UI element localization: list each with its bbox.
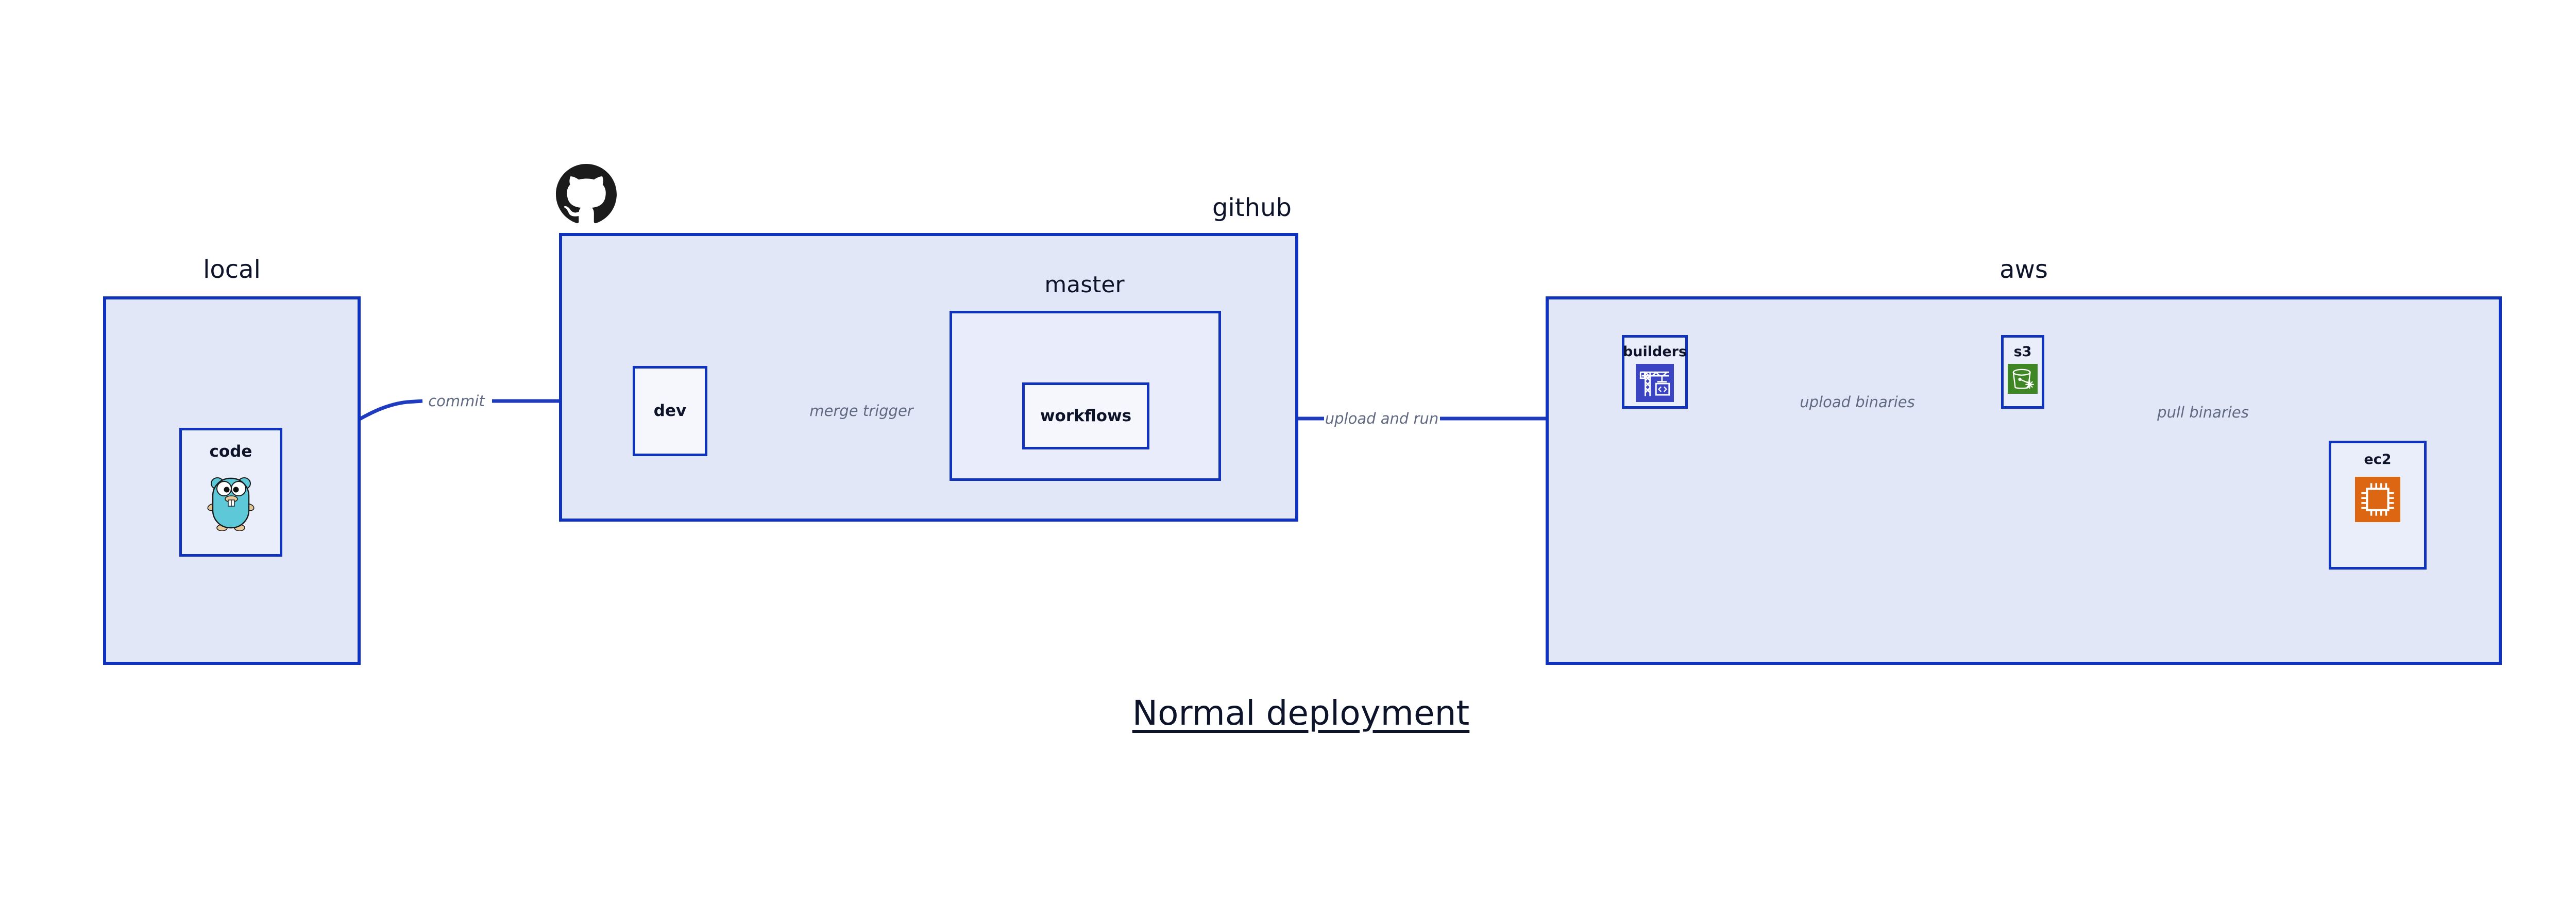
node-s3[interactable]: s3: [2001, 335, 2044, 409]
diagram-caption: Normal deployment: [1132, 693, 1470, 733]
node-workflows-label: workflows: [1040, 406, 1132, 425]
edge-label-upload-binaries: upload binaries: [1800, 393, 1915, 411]
edge-label-upload-and-run: upload and run: [1325, 410, 1439, 427]
node-code[interactable]: code: [179, 428, 282, 557]
edge-label-merge-trigger: merge trigger: [809, 402, 913, 420]
node-s3-label: s3: [2013, 344, 2032, 360]
go-gopher-icon: [206, 470, 256, 531]
node-ec2[interactable]: ec2: [2329, 441, 2427, 570]
aws-s3-bucket-icon: [2008, 364, 2038, 394]
aws-ec2-chip-icon: [2355, 477, 2400, 522]
group-title-local: local: [203, 255, 261, 284]
edge-label-pull-binaries: pull binaries: [2157, 404, 2249, 421]
node-workflows[interactable]: workflows: [1022, 382, 1149, 449]
node-builders[interactable]: builders: [1622, 335, 1688, 409]
node-ec2-label: ec2: [2364, 452, 2392, 467]
aws-codebuild-crane-icon: [1636, 364, 1674, 402]
group-title-master: master: [1044, 272, 1125, 298]
edge-label-commit: commit: [428, 392, 485, 410]
node-dev[interactable]: dev: [633, 366, 707, 456]
node-code-label: code: [209, 442, 252, 461]
group-title-github: github: [1212, 193, 1292, 222]
node-dev-label: dev: [653, 402, 687, 420]
group-title-aws: aws: [1999, 255, 2048, 284]
github-octocat-icon: [555, 164, 617, 225]
node-builders-label: builders: [1622, 344, 1687, 360]
